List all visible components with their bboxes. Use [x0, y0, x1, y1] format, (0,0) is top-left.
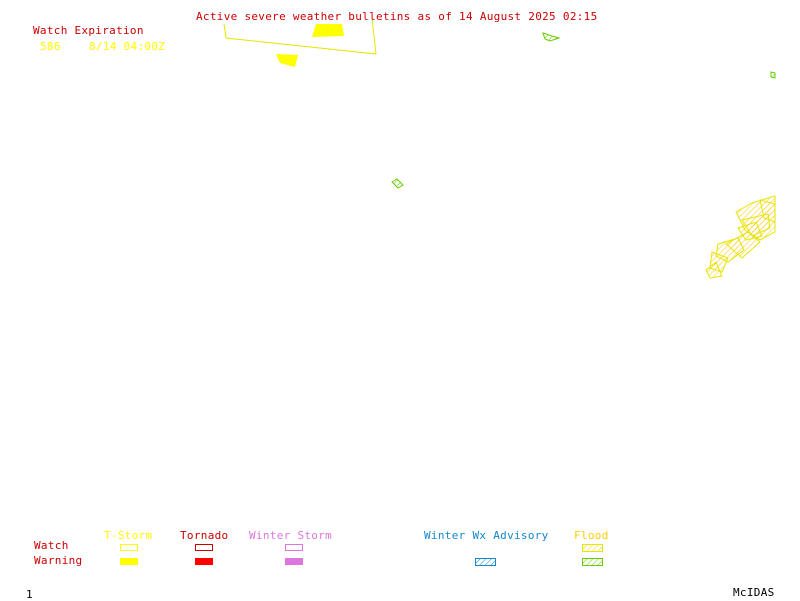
legend-winter-storm-warning-swatch [285, 558, 303, 565]
legend-tornado-warning-swatch [195, 558, 213, 565]
mcidas-brand: McIDAS [733, 586, 775, 599]
tstorm-warning-polygon [276, 54, 298, 67]
flood-warning-polygon [391, 178, 404, 189]
tstorm-warning-polygon [312, 24, 344, 37]
bulletin-title: Active severe weather bulletins as of 14… [196, 10, 598, 23]
legend-flood-watch-swatch [582, 544, 603, 552]
watch-expiration-heading: Watch Expiration [33, 24, 144, 37]
legend-winter-storm-watch-swatch [285, 544, 303, 551]
legend-tornado-label: Tornado [180, 529, 229, 542]
legend-winter-storm-label: Winter Storm [249, 529, 333, 542]
legend-winter-wx-advisory-warning-swatch [475, 558, 496, 566]
legend-row-label-watch: Watch [34, 539, 69, 552]
legend-flood-label: Flood [574, 529, 609, 542]
flood-watch-cluster [705, 195, 776, 279]
legend-tstorm-warning-swatch [120, 558, 138, 565]
frame-number: 1 [26, 588, 33, 601]
legend-tornado-watch-swatch [195, 544, 213, 551]
flood-warning-polygon [542, 32, 561, 42]
watch-586-outline [223, 17, 377, 55]
legend-row-label-warning: Warning [34, 554, 83, 567]
legend-flood-warning-swatch [582, 558, 603, 566]
flood-warning-polygon [770, 71, 776, 79]
watch-expiration-time: 8/14 04:00Z [89, 40, 166, 53]
legend-tstorm-label: T-Storm [104, 529, 153, 542]
legend-winter-wx-advisory-label: Winter Wx Advisory [424, 529, 549, 542]
watch-number: 586 [40, 40, 61, 53]
legend-tstorm-watch-swatch [120, 544, 138, 551]
